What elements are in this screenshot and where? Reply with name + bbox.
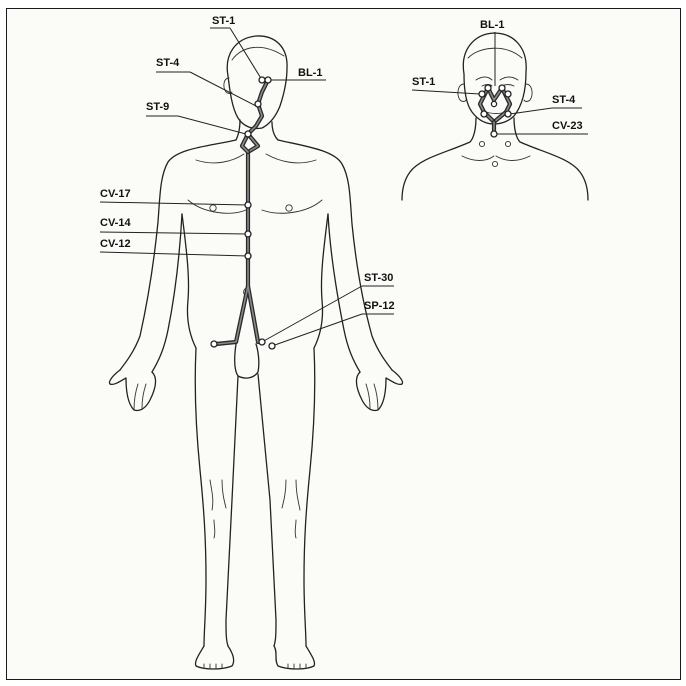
front-body-figure [109, 36, 402, 669]
point-st1-front: ST-1 [210, 15, 265, 83]
point-groin-left [211, 341, 217, 347]
point-bl1-front: BL-1 [265, 67, 326, 83]
point-cv12-front: CV-12 [100, 238, 251, 259]
label-cv12-front: CV-12 [100, 238, 131, 250]
point-cv14-front: CV-14 [100, 217, 251, 237]
label-st1-front: ST-1 [212, 15, 235, 27]
point-cv23-head: CV-23 [491, 101, 588, 137]
label-cv14-front: CV-14 [100, 217, 131, 229]
point-bl1-head: BL-1 [480, 19, 505, 91]
point-st9-front: ST-9 [146, 101, 251, 137]
point-cv17-front: CV-17 [100, 188, 251, 208]
label-st9-front: ST-9 [146, 101, 169, 113]
label-st4-front: ST-4 [156, 57, 180, 69]
label-st30-front: ST-30 [364, 272, 393, 284]
point-st4-front: ST-4 [156, 57, 261, 107]
label-cv17-front: CV-17 [100, 188, 131, 200]
label-sp12-front: SP-12 [364, 300, 395, 312]
meridian-channel-path [216, 80, 268, 344]
label-st4-head: ST-4 [552, 94, 576, 106]
label-bl1-head: BL-1 [480, 19, 504, 31]
label-cv23-head: CV-23 [552, 120, 583, 132]
label-st1-head: ST-1 [412, 76, 435, 88]
point-sp12-front: SP-12 [269, 300, 395, 349]
label-bl1-front: BL-1 [298, 67, 322, 79]
